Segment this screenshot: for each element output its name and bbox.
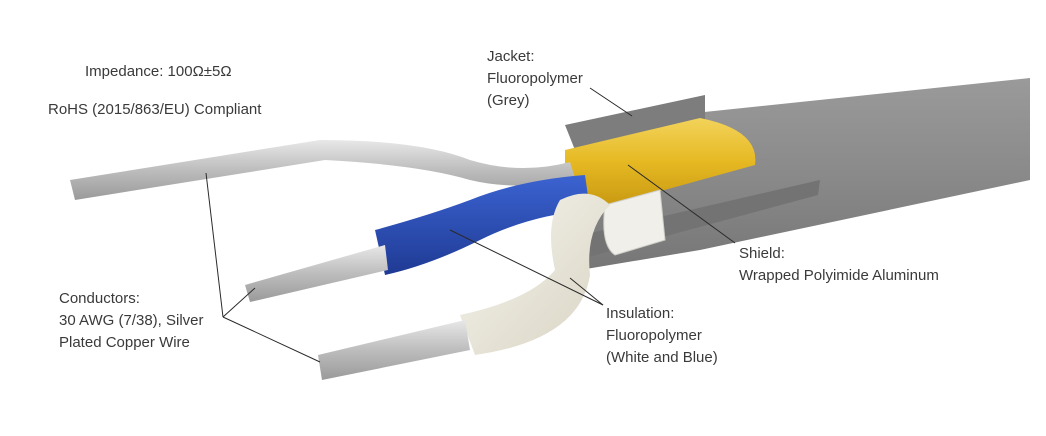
insulation-title: Insulation: (606, 305, 675, 322)
jacket-title: Jacket: (487, 48, 535, 65)
shield-line-1: Wrapped Polyimide Aluminum (739, 267, 939, 284)
shield (565, 118, 756, 205)
insulation-leader-blue (449, 229, 604, 306)
insulation-callout: Insulation: Fluoropolymer (White and Blu… (606, 303, 718, 369)
jacket-line-1: Fluoropolymer (487, 70, 583, 87)
conductors-line-1: 30 AWG (7/38), Silver (59, 312, 204, 329)
insulation-leader-white (569, 277, 604, 306)
jacket-leader (589, 87, 633, 117)
top-conductor (70, 140, 575, 200)
insulation-line-2: (White and Blue) (606, 349, 718, 366)
conductor-leader-top (205, 172, 224, 318)
shield-title: Shield: (739, 245, 785, 262)
white-insulated-wire (318, 193, 610, 380)
rohs-compliance: RoHS (2015/863/EU) Compliant (48, 101, 262, 118)
conductor-leader-bottom (222, 316, 321, 363)
blue-insulated-wire (245, 175, 590, 302)
leader-lines (205, 87, 736, 363)
jacket-callout: Jacket: Fluoropolymer (Grey) (487, 46, 583, 112)
shield-leader (627, 164, 736, 244)
insulation-line-1: Fluoropolymer (606, 327, 702, 344)
shield-callout: Shield: Wrapped Polyimide Aluminum (739, 243, 939, 287)
white-insulation-sleeve (603, 189, 666, 256)
conductors-title: Conductors: (59, 290, 140, 307)
conductor-leader-mid (222, 287, 256, 318)
jacket-line-2: (Grey) (487, 92, 530, 109)
conductors-line-2: Plated Copper Wire (59, 334, 190, 351)
impedance-spec: Impedance: 100Ω±5Ω (85, 63, 232, 80)
conductors-callout: Conductors: 30 AWG (7/38), Silver Plated… (59, 288, 204, 354)
